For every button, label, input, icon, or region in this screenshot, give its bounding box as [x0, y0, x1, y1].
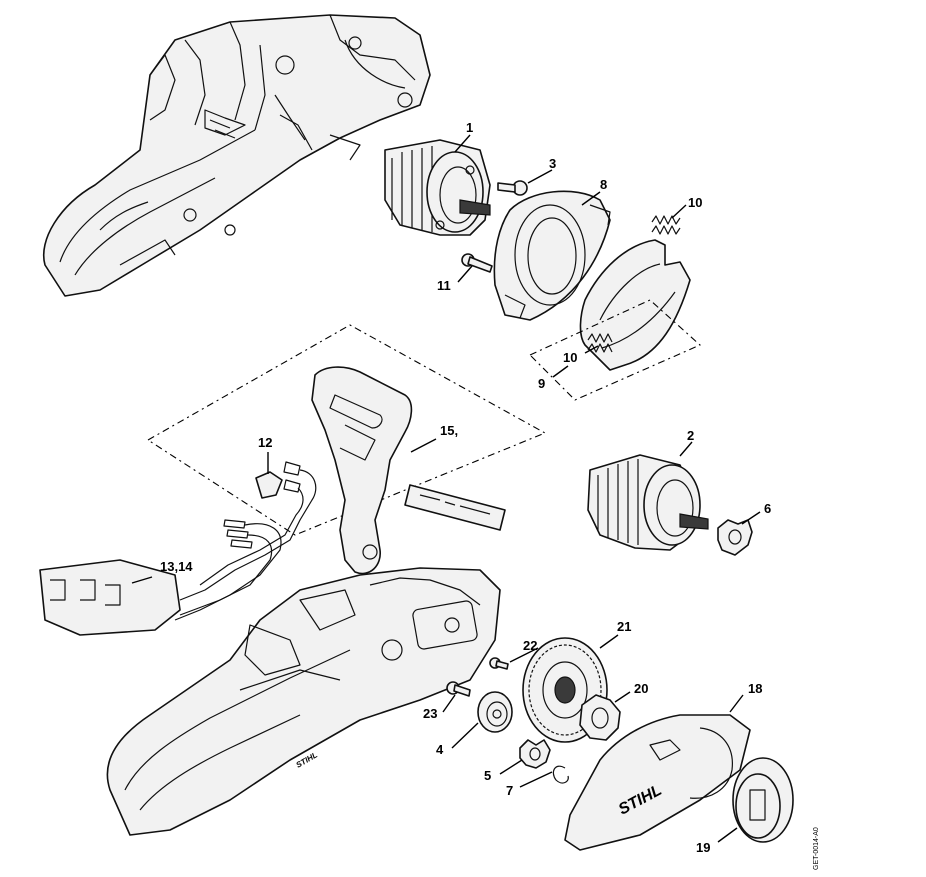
callout-12: 12: [258, 435, 272, 450]
callout-21: 21: [617, 619, 631, 634]
callout-10-upper: 10: [688, 195, 702, 210]
switch-12: [179, 461, 317, 601]
assembly-outline-15: [146, 324, 547, 536]
spring-10-upper: [651, 215, 681, 235]
leader-lines: [131, 134, 761, 843]
cable-loom-13-14: [39, 519, 282, 636]
motor-upper: [384, 139, 491, 236]
callout-23: 23: [423, 706, 437, 721]
spring-10-lower: [587, 333, 613, 353]
brush-holder-8: [493, 190, 611, 321]
motor-lower: [587, 454, 709, 551]
pinion-6: [717, 519, 753, 556]
screw-3: [497, 180, 528, 196]
callout-8: 8: [600, 177, 607, 192]
callout-20: 20: [634, 681, 648, 696]
callout-11: 11: [437, 278, 451, 293]
callout-19: 19: [696, 840, 710, 855]
callout-4: 4: [436, 742, 444, 757]
callout-6: 6: [764, 501, 771, 516]
screw-22: [489, 657, 509, 670]
callout-5: 5: [484, 768, 491, 783]
callout-13-14: 13,14: [160, 559, 193, 574]
callout-22: 22: [523, 638, 537, 653]
circlip-7: [552, 765, 569, 784]
callout-15: 15,: [440, 423, 458, 438]
bearing-cap-4: [477, 691, 513, 733]
tension-knob-19: [732, 757, 794, 843]
callout-1: 1: [466, 120, 473, 135]
callout-7: 7: [506, 783, 513, 798]
callout-3: 3: [549, 156, 556, 171]
callout-10-lower: 10: [563, 350, 577, 365]
screw-23: [446, 681, 471, 697]
callout-labels: 1 2 3 4 5 6 7 8 9 10 10 11 12 13,14 15, …: [160, 120, 771, 855]
callout-18: 18: [748, 681, 762, 696]
callout-9: 9: [538, 376, 545, 391]
callout-2: 2: [687, 428, 694, 443]
small-gear-5: [519, 739, 551, 769]
sprocket-20: [579, 694, 621, 741]
assembly-outline-9: [529, 299, 702, 401]
screw-11: [461, 253, 493, 273]
upper-housing: [42, 14, 431, 297]
lower-housing: STIHL: [106, 567, 501, 836]
handle-15: [311, 366, 413, 575]
sprocket-cover-18: STIHL: [564, 714, 751, 851]
brush-bracket-9: [579, 239, 691, 371]
label-strip: [404, 484, 506, 531]
drawing-code: GET-0014-A0: [813, 827, 820, 870]
